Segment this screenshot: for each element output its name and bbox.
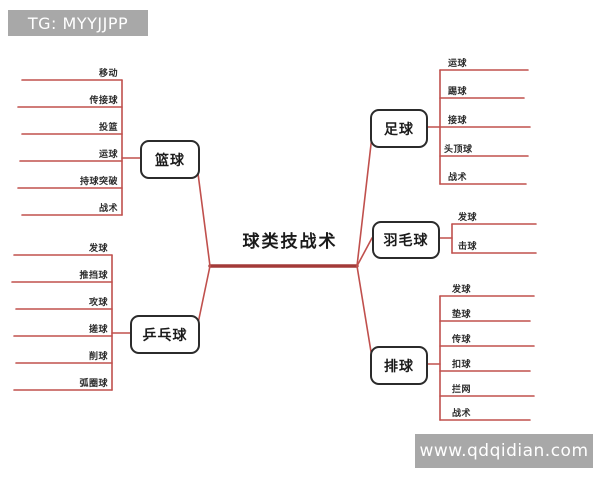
branch-node-football[interactable]: 足球 xyxy=(370,109,428,148)
leaf-badminton-1[interactable]: 发球 xyxy=(458,213,478,223)
leaf-volleyball-2[interactable]: 垫球 xyxy=(452,310,472,320)
branch-node-badminton[interactable]: 羽毛球 xyxy=(372,221,440,259)
branch-label-volleyball: 排球 xyxy=(384,358,414,375)
leaf-tabletennis-6[interactable]: 弧圈球 xyxy=(79,379,108,389)
leaf-tabletennis-3[interactable]: 攻球 xyxy=(88,298,108,308)
branch-label-badminton: 羽毛球 xyxy=(383,233,429,249)
leaf-tabletennis-5[interactable]: 削球 xyxy=(88,352,108,362)
leaf-badminton-2[interactable]: 击球 xyxy=(458,242,478,252)
leaf-tabletennis-4[interactable]: 搓球 xyxy=(88,325,108,335)
leaf-volleyball-6[interactable]: 战术 xyxy=(452,409,472,419)
leaf-football-2[interactable]: 踢球 xyxy=(448,87,468,97)
leaf-football-5[interactable]: 战术 xyxy=(448,173,468,183)
leaf-basketball-6[interactable]: 战术 xyxy=(98,204,118,214)
center-node[interactable]: 球类技战术 xyxy=(228,222,352,256)
leaf-basketball-5[interactable]: 持球突破 xyxy=(79,177,118,187)
leaf-basketball-1[interactable]: 移动 xyxy=(98,69,118,79)
branch-node-volleyball[interactable]: 排球 xyxy=(370,346,428,385)
leaf-volleyball-5[interactable]: 拦网 xyxy=(452,385,472,395)
branch-node-basketball[interactable]: 篮球 xyxy=(140,140,200,179)
leaf-basketball-3[interactable]: 投篮 xyxy=(98,123,118,133)
leaf-tabletennis-1[interactable]: 发球 xyxy=(88,244,108,254)
leaf-volleyball-1[interactable]: 发球 xyxy=(452,285,472,295)
leaf-volleyball-3[interactable]: 传球 xyxy=(452,335,472,345)
branch-label-basketball: 篮球 xyxy=(155,152,185,169)
branch-label-tabletennis: 乒乓球 xyxy=(142,327,188,344)
leaf-football-1[interactable]: 运球 xyxy=(448,59,468,69)
branch-node-tabletennis[interactable]: 乒乓球 xyxy=(130,315,200,354)
leaf-basketball-2[interactable]: 传接球 xyxy=(89,96,118,106)
center-node-label: 球类技战术 xyxy=(242,231,338,252)
leaf-basketball-4[interactable]: 运球 xyxy=(98,150,118,160)
watermark-bottom-right: www.qdqidian.com xyxy=(415,434,593,468)
branch-label-football: 足球 xyxy=(384,121,414,138)
leaf-football-3[interactable]: 接球 xyxy=(448,116,468,126)
leaf-football-4[interactable]: 头顶球 xyxy=(444,145,473,155)
watermark-top-left: TG: MYYJJPP xyxy=(8,10,148,36)
leaf-volleyball-4[interactable]: 扣球 xyxy=(452,360,472,370)
leaf-tabletennis-2[interactable]: 推挡球 xyxy=(79,271,108,281)
